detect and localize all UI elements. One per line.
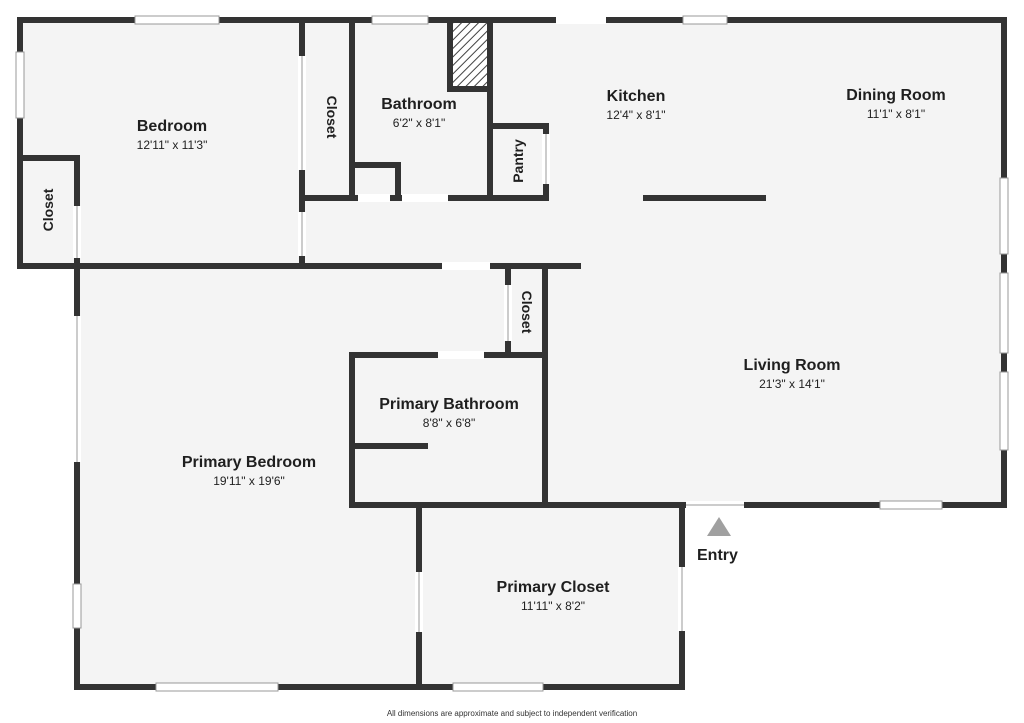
room-dims: 19'11" x 19'6" <box>213 474 285 488</box>
room-dims: 12'11" x 11'3" <box>136 138 208 152</box>
window <box>15 51 25 119</box>
doorway <box>556 16 606 24</box>
room-name: Living Room <box>743 357 841 374</box>
room-label-primary-bedroom: Primary Bedroom 19'11" x 19'6" <box>182 453 316 489</box>
doorway <box>402 194 448 202</box>
room-name: Primary Bathroom <box>379 396 519 413</box>
room-label-living-room: Living Room 21'3" x 14'1" <box>744 356 841 392</box>
room-name: Primary Bedroom <box>181 454 317 471</box>
window <box>999 272 1009 354</box>
window <box>682 15 728 25</box>
entry-label: Entry <box>697 547 738 564</box>
chimney-shaft <box>453 23 489 87</box>
window <box>452 682 544 692</box>
window <box>999 177 1009 255</box>
room-dims: 6'2" x 8'1" <box>392 116 446 130</box>
closet-label-mid: Closet <box>519 290 535 334</box>
room-dims: 11'11" x 8'2" <box>520 599 586 613</box>
room-name: Bedroom <box>136 118 208 135</box>
window <box>999 371 1009 451</box>
room-dims: 21'3" x 14'1" <box>759 377 825 391</box>
doorway <box>442 262 490 270</box>
room-name: Primary Closet <box>496 579 610 596</box>
room-label-dining-room: Dining Room 11'1" x 8'1" <box>846 86 946 122</box>
room-dims: 12'4" x 8'1" <box>606 108 666 122</box>
pantry-label: Pantry <box>510 139 526 183</box>
entry-arrow-icon <box>707 517 731 536</box>
room-label-primary-closet: Primary Closet 11'11" x 8'2" <box>497 578 610 614</box>
room-name: Kitchen <box>606 88 666 105</box>
doorway <box>438 351 484 359</box>
disclaimer-footer: All dimensions are approximate and subje… <box>386 709 638 718</box>
room-label-bathroom: Bathroom 6'2" x 8'1" <box>381 95 457 131</box>
room-name: Dining Room <box>846 87 946 104</box>
window <box>371 15 429 25</box>
closet-label-left: Closet <box>40 188 56 232</box>
room-dims: 8'8" x 6'8" <box>422 416 476 430</box>
room-label-primary-bathroom: Primary Bathroom 8'8" x 6'8" <box>379 395 519 431</box>
room-label-bedroom: Bedroom 12'11" x 11'3" <box>137 117 208 153</box>
closet-label-top: Closet <box>324 95 340 139</box>
window <box>72 583 82 629</box>
windows-doors <box>15 15 1009 692</box>
window <box>134 15 220 25</box>
window <box>155 682 279 692</box>
room-dims: 11'1" x 8'1" <box>866 107 926 121</box>
doorway <box>358 194 390 202</box>
room-label-kitchen: Kitchen 12'4" x 8'1" <box>606 87 665 123</box>
room-name: Bathroom <box>381 96 457 113</box>
window <box>879 500 943 510</box>
